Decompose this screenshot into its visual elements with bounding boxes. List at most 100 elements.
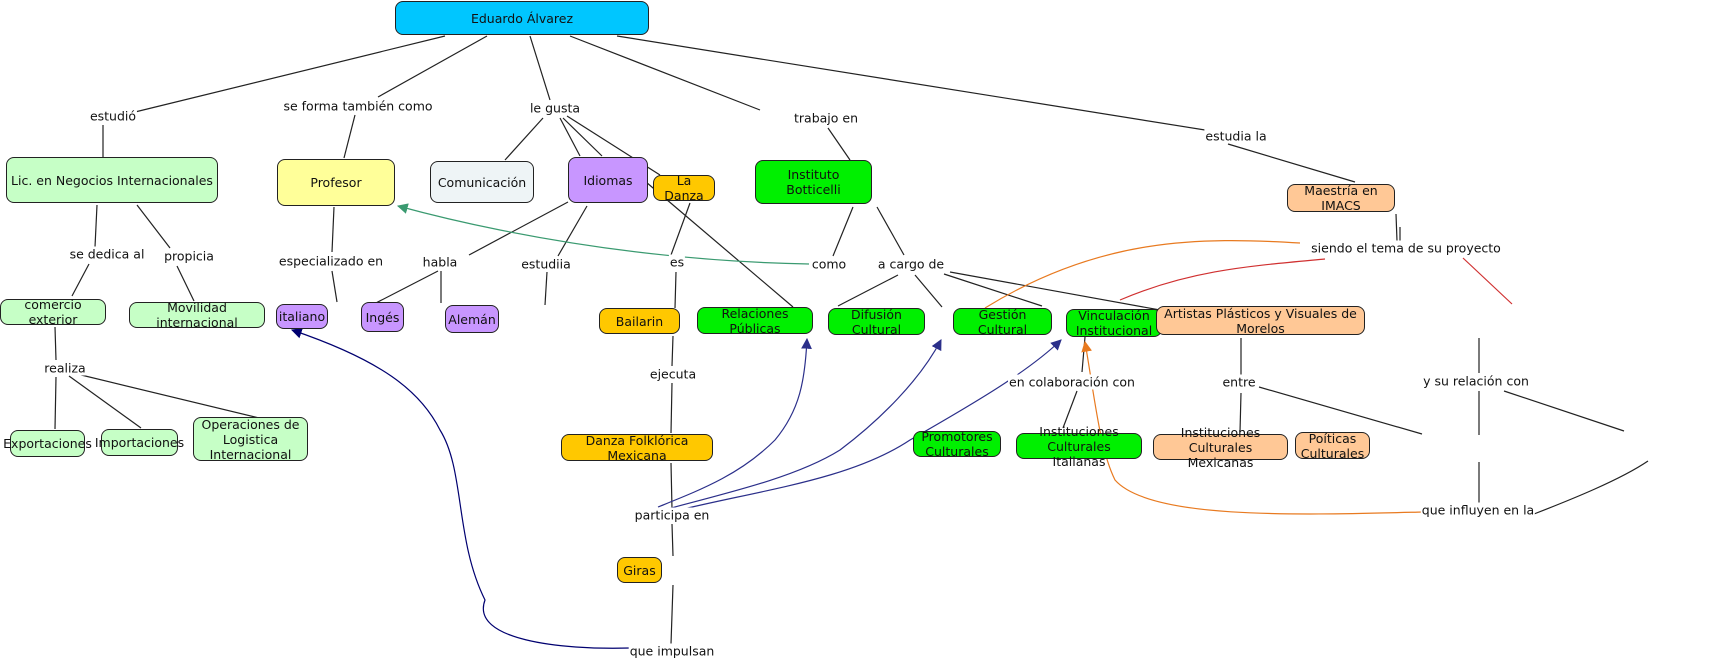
concept-node[interactable]: Relaciones Públicas [697,306,813,336]
link-line [671,335,674,367]
concept-node[interactable]: Danza Folklórica Mexicana [561,432,713,463]
concept-node[interactable]: italiano [276,304,328,329]
concept-node[interactable]: Instituto Botticelli [755,160,872,204]
concept-node[interactable]: Movilidad internacional [129,300,265,330]
concept-label: Giras [623,562,656,578]
orange-arrow [1081,340,1424,515]
concept-node[interactable]: Giras [617,557,662,583]
blue-arrow [666,339,942,510]
concept-label: Promotores Culturales [921,429,993,459]
concept-node[interactable]: Difusión Cultural [828,307,925,337]
concept-label: Poíticas Culturales [1300,430,1365,461]
linking-phrase[interactable]: como [810,256,848,272]
concept-label: Eduardo Álvarez [470,10,574,26]
concept-node[interactable]: Comunicación [430,161,534,203]
link-line [71,263,90,297]
link-line [134,35,446,113]
linking-phrase[interactable]: estudió [88,108,138,124]
link-line [943,273,1043,307]
concept-label: Alemán [448,311,496,327]
link-line [68,375,142,429]
concept-node[interactable]: Promotores Culturales [913,429,1001,459]
concept-label: Danza Folklórica Mexicana [585,432,689,463]
concept-label: La Danza [664,173,704,203]
linking-phrase[interactable]: entre [1221,374,1257,390]
linking-phrase[interactable]: se dedica al [68,246,146,262]
concept-label: Instituto Botticelli [786,167,841,197]
concept-label: Importaciones [94,435,185,450]
concept-node[interactable]: Operaciones de Logistica Internacional [193,416,308,462]
link-line [331,270,338,303]
link-line [504,117,544,161]
concept-node[interactable]: Lic. en Negocios Internacionales [6,157,218,203]
concept-node[interactable]: Alemán [445,305,499,333]
link-line [76,373,260,419]
concept-node[interactable]: Instituciones Culturales Italianas [1016,424,1142,469]
concept-label: Idiomas [583,172,633,188]
concept-node[interactable]: Ingés [361,302,404,332]
linking-phrase[interactable]: en colaboración con [1008,374,1136,390]
concept-node[interactable]: Profesor [277,159,395,206]
linking-phrase[interactable]: y su relación con [1422,373,1530,389]
concept-label: Lic. en Negocios Internacionales [11,172,213,188]
concept-label: Bailarin [615,313,664,329]
concept-node[interactable]: Exportaciones [3,430,92,457]
linking-phrase[interactable]: es [668,254,686,270]
link-line [559,117,581,157]
linking-phrase[interactable]: estudiia [520,256,572,272]
linking-phrase[interactable]: trabajo en [792,110,860,126]
linking-phrase[interactable]: que impulsan [628,643,716,659]
linking-phrase[interactable]: le gusta [528,100,582,116]
linking-phrase[interactable]: se forma también como [282,98,434,114]
link-line [136,204,171,249]
link-line [949,271,1161,311]
link-line [371,270,439,306]
concept-node[interactable]: Gestión Cultural [953,307,1052,337]
linking-phrase[interactable]: estudia la [1204,128,1268,144]
linking-phrase[interactable]: que influyen en la [1420,502,1536,518]
concept-node[interactable]: Maestría en IMACS [1287,183,1395,213]
concept-label: Instituciones Culturales Italianas [1039,423,1119,469]
linking-phrase[interactable]: ejecuta [648,366,698,382]
link-line [674,271,677,309]
linking-phrase[interactable]: participa en [633,507,711,523]
red-link-line [1119,258,1326,301]
link-line [645,181,794,308]
link-line [876,206,905,256]
blue-arrow [657,337,812,508]
concept-label: Movilidad internacional [156,300,238,330]
link-line [343,114,356,159]
concept-root[interactable]: Eduardo Álvarez [395,1,649,35]
concept-node[interactable]: Idiomas [568,157,648,203]
link-line [1533,460,1649,515]
link-line [557,205,588,257]
concept-node[interactable]: Artistas Plásticos y Visuales de Morelos [1156,306,1365,336]
linking-phrase[interactable]: a cargo de [876,256,946,272]
concept-label: Operaciones de Logistica Internacional [201,416,300,462]
linking-phrase[interactable]: propicia [163,248,215,264]
concept-node[interactable]: Importaciones [95,429,184,456]
concept-node[interactable]: Bailarin [599,308,680,334]
link-line [832,206,854,257]
link-line [616,35,1206,131]
concept-node[interactable]: comercio exterior [0,297,106,327]
concept-label: Profesor [310,175,362,190]
concept-label: Comunicación [437,174,527,190]
link-line [54,326,57,361]
link-line [914,274,943,308]
orange-link-line [984,240,1301,309]
link-line [529,35,551,101]
concept-node[interactable]: Poíticas Culturales [1295,430,1370,461]
concept-node[interactable]: Instituciones Culturales Mexicanas [1153,425,1288,470]
linking-phrase[interactable]: habla [421,254,459,270]
link-line [94,204,98,248]
link-line [670,202,691,256]
linking-phrase[interactable]: especializado en [277,253,385,269]
teal-arrow [396,203,810,265]
linking-phrase[interactable]: siendo el tema de su proyecto [1310,240,1502,256]
link-line [331,206,335,253]
linking-phrase[interactable]: realiza [43,360,87,376]
concept-node[interactable]: La Danza [653,173,715,203]
concept-node[interactable]: Vinculación Institucional [1066,308,1162,338]
